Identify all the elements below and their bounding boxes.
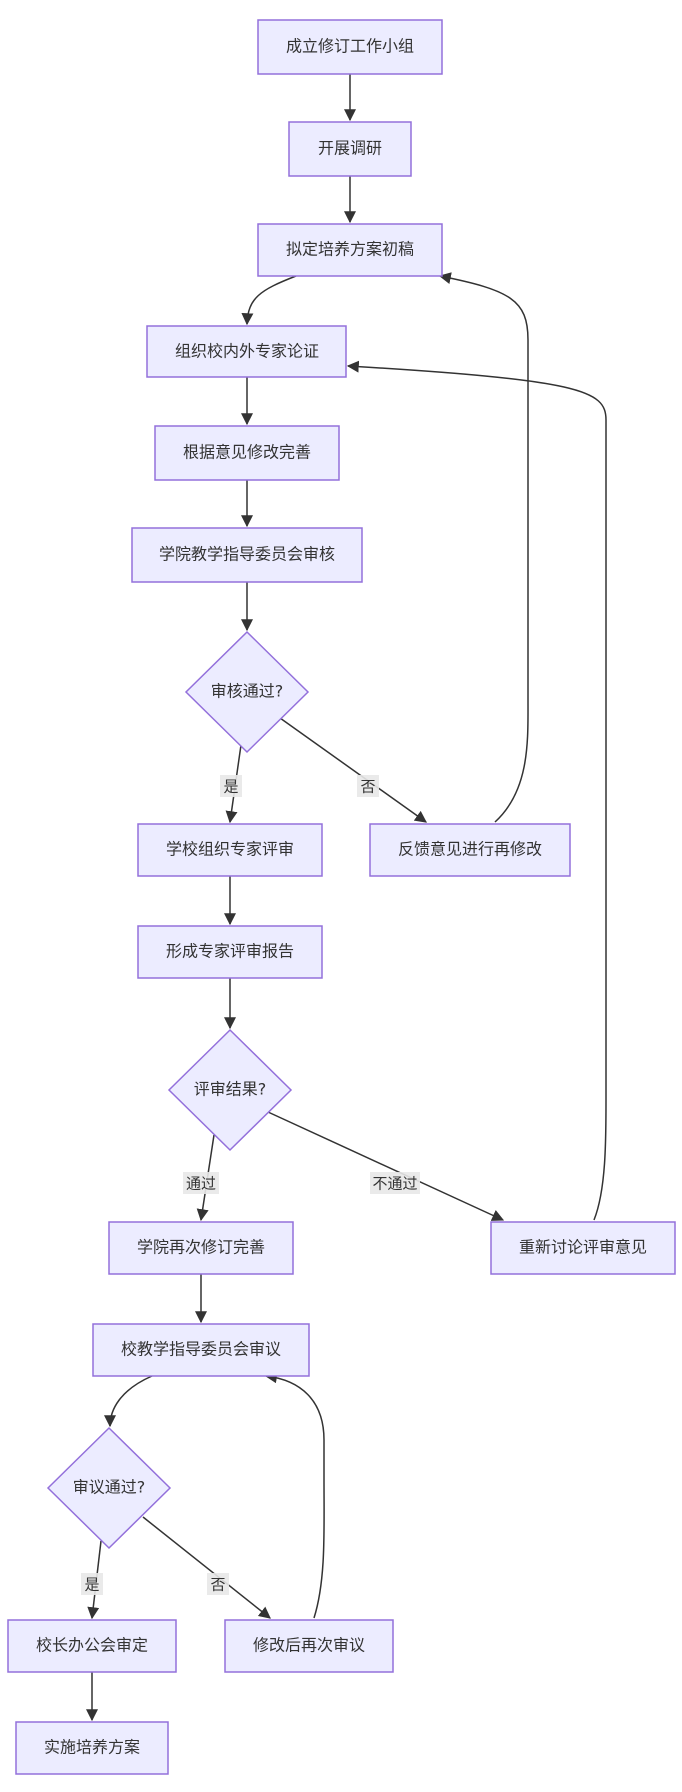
svg-text:拟定培养方案初稿: 拟定培养方案初稿 — [286, 240, 414, 259]
edge-d2-n11 — [267, 1111, 505, 1221]
svg-text:否: 否 — [360, 778, 375, 796]
svg-text:不通过: 不通过 — [372, 1175, 417, 1193]
edge-n8-n3 — [438, 272, 529, 823]
decision-deliberation-passed: 审议通过? — [46, 1426, 172, 1550]
edge-d1-n8 — [279, 717, 427, 823]
node-expert-evaluation-report: 形成专家评审报告 — [137, 925, 323, 979]
node-expert-review-internal-external: 组织校内外专家论证 — [146, 325, 347, 378]
svg-text:组织校内外专家论证: 组织校内外专家论证 — [175, 342, 319, 361]
node-form-revision-group: 成立修订工作小组 — [257, 19, 443, 75]
edge-label-d1-no: 否 — [357, 775, 379, 797]
edge-label-d2-fail: 不通过 — [370, 1172, 420, 1194]
svg-text:否: 否 — [210, 1576, 225, 1594]
decision-review-passed: 审核通过? — [184, 630, 310, 754]
svg-text:成立修订工作小组: 成立修订工作小组 — [286, 37, 414, 56]
edge-label-d3-yes: 是 — [81, 1573, 103, 1595]
edge-label-d3-no: 否 — [207, 1573, 229, 1595]
svg-text:开展调研: 开展调研 — [318, 139, 382, 158]
svg-text:根据意见修改完善: 根据意见修改完善 — [183, 443, 311, 462]
svg-text:评审结果?: 评审结果? — [194, 1080, 267, 1099]
svg-text:是: 是 — [84, 1576, 99, 1594]
node-university-committee-deliberation: 校教学指导委员会审议 — [92, 1323, 310, 1377]
svg-text:学院再次修订完善: 学院再次修订完善 — [137, 1238, 265, 1257]
svg-text:校教学指导委员会审议: 校教学指导委员会审议 — [121, 1340, 281, 1359]
node-rediscuss-opinions: 重新讨论评审意见 — [490, 1221, 676, 1275]
decision-evaluation-result: 评审结果? — [167, 1028, 293, 1152]
edge-n14-n12 — [264, 1371, 325, 1619]
node-college-committee-review: 学院教学指导委员会审核 — [131, 527, 363, 583]
edge-d3-n14 — [142, 1516, 271, 1619]
edge-label-d1-yes: 是 — [220, 775, 242, 797]
svg-text:学校组织专家评审: 学校组织专家评审 — [166, 840, 294, 859]
edge-n12-d3 — [104, 1375, 153, 1428]
node-draft-plan: 拟定培养方案初稿 — [257, 223, 443, 277]
svg-text:是: 是 — [223, 778, 238, 796]
node-school-expert-evaluation: 学校组织专家评审 — [137, 823, 323, 877]
edge-label-d2-pass: 通过 — [183, 1172, 219, 1194]
node-college-revise-again: 学院再次修订完善 — [108, 1221, 294, 1275]
node-revise-by-feedback: 根据意见修改完善 — [154, 425, 340, 481]
svg-text:反馈意见进行再修改: 反馈意见进行再修改 — [398, 840, 542, 859]
svg-text:学院教学指导委员会审核: 学院教学指导委员会审核 — [159, 545, 335, 564]
svg-text:审议通过?: 审议通过? — [73, 1478, 146, 1497]
svg-text:校长办公会审定: 校长办公会审定 — [36, 1636, 148, 1655]
edge-n11-n4 — [346, 360, 607, 1221]
node-feedback-rework: 反馈意见进行再修改 — [369, 823, 571, 877]
svg-text:通过: 通过 — [186, 1175, 216, 1193]
node-conduct-research: 开展调研 — [288, 121, 412, 177]
svg-text:修改后再次审议: 修改后再次审议 — [253, 1636, 365, 1655]
svg-text:形成专家评审报告: 形成专家评审报告 — [166, 942, 294, 961]
node-implement-plan: 实施培养方案 — [15, 1721, 169, 1775]
svg-text:重新讨论评审意见: 重新讨论评审意见 — [519, 1238, 647, 1257]
edge-n3-n4 — [241, 275, 297, 326]
svg-text:实施培养方案: 实施培养方案 — [44, 1738, 140, 1757]
svg-text:审核通过?: 审核通过? — [211, 682, 284, 701]
node-president-office-approval: 校长办公会审定 — [7, 1619, 177, 1673]
node-revise-and-redeliberate: 修改后再次审议 — [224, 1619, 394, 1673]
